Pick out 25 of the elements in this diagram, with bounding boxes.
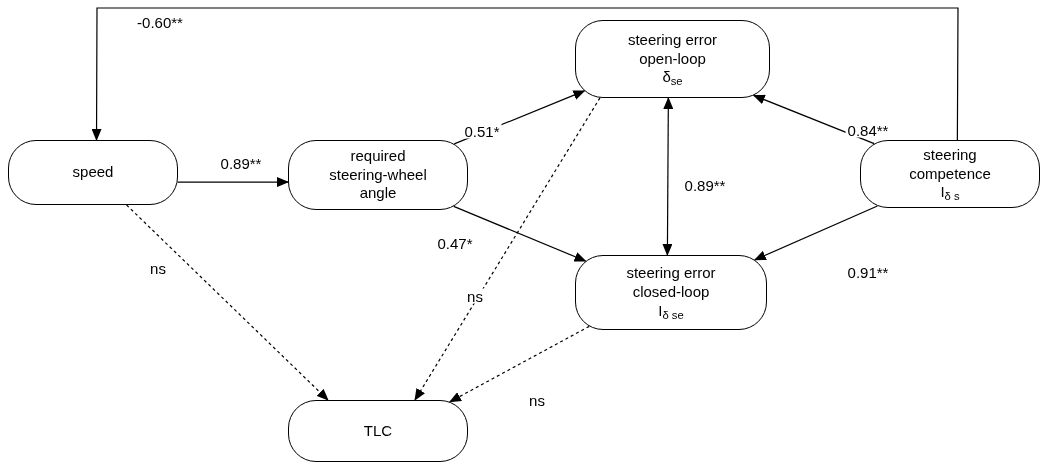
node-label: TLC <box>363 421 393 441</box>
rounded-box <box>860 140 1040 208</box>
rounded-box <box>8 140 178 205</box>
node-label: steering competence <box>908 145 992 184</box>
node-label: required steering-wheel angle <box>328 146 428 204</box>
node-label: steering error closed-loop <box>625 264 717 302</box>
arrow <box>753 205 878 261</box>
rounded-box <box>575 255 767 330</box>
dashed-arrow <box>449 325 590 403</box>
node-label: speed <box>72 163 114 182</box>
dashed-arrow <box>125 204 329 401</box>
arrow <box>752 94 875 145</box>
rounded-box <box>575 20 770 98</box>
arrow <box>91 7 959 141</box>
edge-label: 0.51* <box>462 123 502 139</box>
rounded-box <box>288 140 468 210</box>
rounded-box <box>288 400 468 462</box>
dashed-arrow <box>414 97 601 401</box>
symbol-label: I$_{δ se}$ <box>658 301 684 321</box>
arrow <box>176 177 289 188</box>
symbol-label: I$_{δ s}$ <box>940 183 960 203</box>
edge-label: ns <box>465 288 485 304</box>
arrow <box>662 97 674 256</box>
arrow <box>453 205 587 262</box>
symbol-label: δ$_{se}$ <box>662 68 683 88</box>
